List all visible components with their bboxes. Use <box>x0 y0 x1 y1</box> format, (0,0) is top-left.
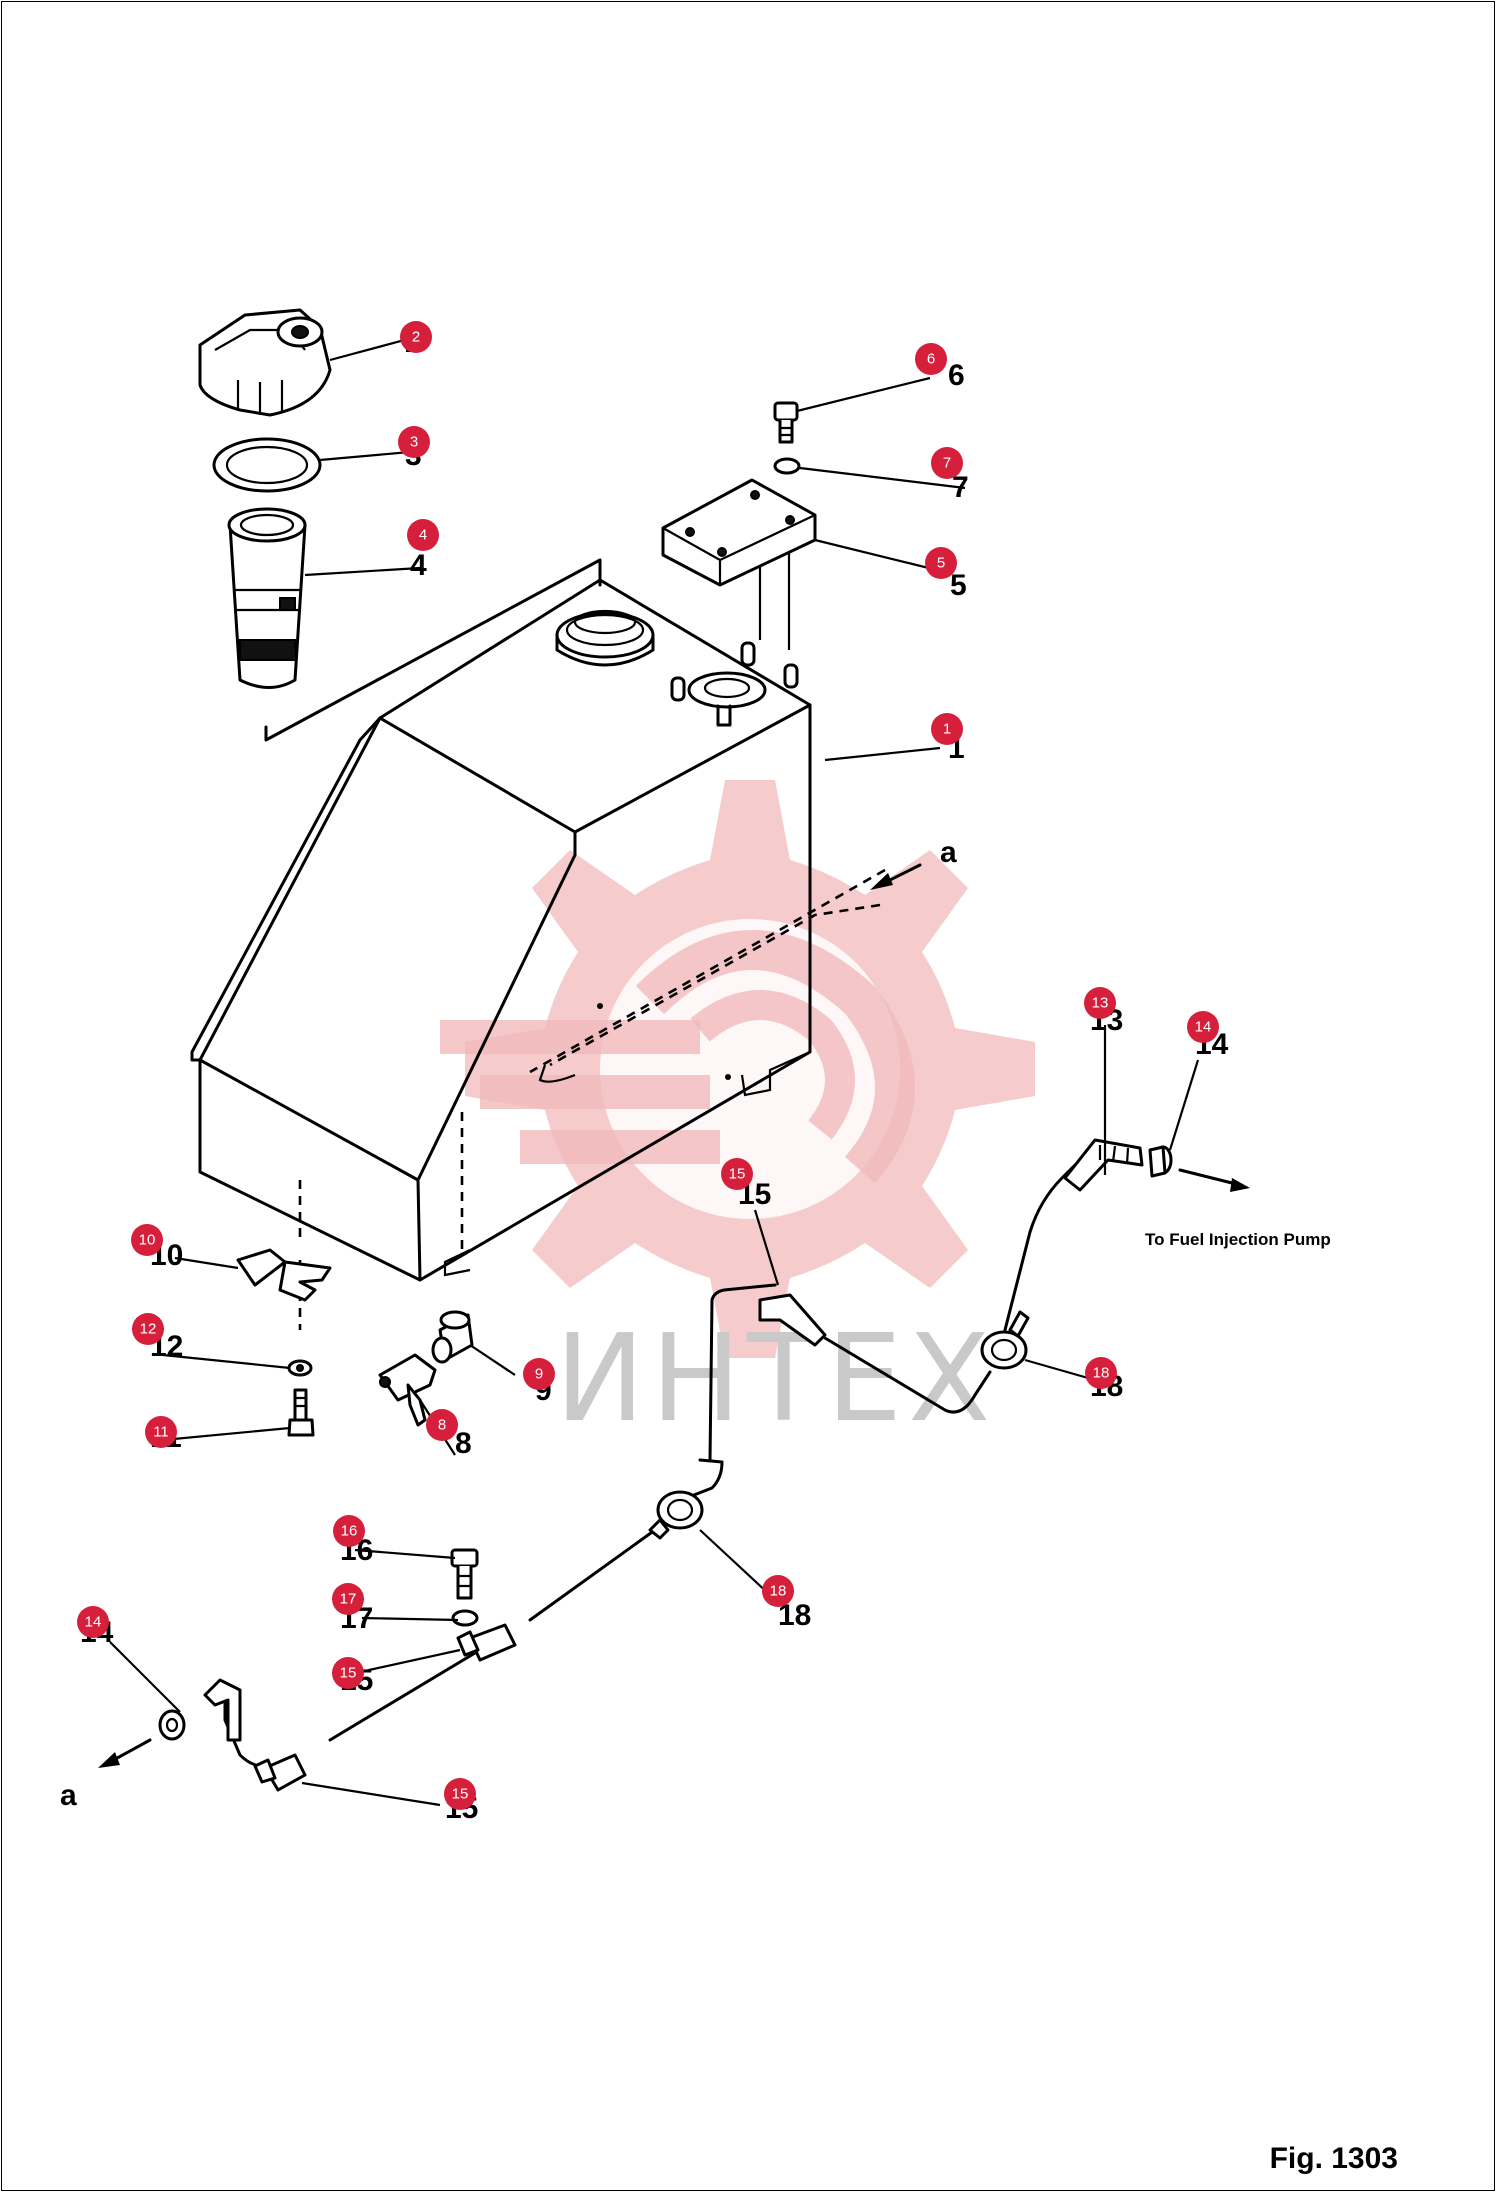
callout-badge-11[interactable]: 11 <box>145 1416 177 1448</box>
bolt-16 <box>450 1548 479 1600</box>
svg-text:4: 4 <box>410 549 427 582</box>
callout-badge-4[interactable]: 4 <box>407 519 439 551</box>
callout-badge-7[interactable]: 7 <box>931 447 963 479</box>
svg-text:17: 17 <box>340 1591 357 1608</box>
svg-text:15: 15 <box>340 1665 357 1682</box>
callout-badge-15[interactable]: 15 <box>721 1158 753 1190</box>
svg-text:3: 3 <box>410 434 418 451</box>
svg-text:7: 7 <box>943 455 951 472</box>
svg-text:9: 9 <box>535 1366 543 1383</box>
bracket <box>236 1248 332 1302</box>
svg-text:6: 6 <box>948 359 965 392</box>
callout-badge-14[interactable]: 14 <box>1187 1011 1219 1043</box>
callout-badge-16[interactable]: 16 <box>333 1515 365 1547</box>
clamp-15 <box>758 1293 827 1347</box>
callout-badge-5[interactable]: 5 <box>925 547 957 579</box>
callout-badge-12[interactable]: 12 <box>132 1313 164 1345</box>
callout-badge-17[interactable]: 17 <box>332 1583 364 1615</box>
callout-badge-1[interactable]: 1 <box>931 713 963 745</box>
bolt-11 <box>287 1388 315 1437</box>
gasket <box>212 437 322 493</box>
printed-labels: 2 3 4 6 7 5 1 8 9 10 11 12 13 14 15 18 1… <box>80 326 1229 1825</box>
fuel-pump-note: To Fuel Injection Pump <box>1145 1230 1331 1249</box>
cover-plate <box>661 478 817 587</box>
clamp-15c <box>253 1753 307 1792</box>
arrow-a-bottom <box>98 1738 152 1768</box>
svg-text:15: 15 <box>729 1166 746 1183</box>
grommet-18a <box>980 1310 1030 1370</box>
svg-text:8: 8 <box>455 1427 472 1460</box>
svg-text:4: 4 <box>419 527 427 544</box>
clip-14a <box>1148 1145 1173 1178</box>
clip-14b <box>158 1709 186 1741</box>
washer-17 <box>451 1609 479 1627</box>
svg-text:12: 12 <box>140 1321 157 1338</box>
washer <box>773 457 801 475</box>
svg-text:10: 10 <box>139 1232 156 1249</box>
callout-badge-2[interactable]: 2 <box>400 321 432 353</box>
arrow-to-pump <box>1178 1168 1250 1192</box>
grommet-18b <box>648 1490 704 1540</box>
svg-text:1: 1 <box>943 721 951 738</box>
svg-text:5: 5 <box>937 555 945 572</box>
bolt <box>773 401 799 444</box>
strainer <box>227 507 307 689</box>
svg-text:2: 2 <box>412 329 420 346</box>
svg-text:6: 6 <box>927 351 935 368</box>
svg-text:18: 18 <box>770 1583 787 1600</box>
arrow-a-top <box>870 863 922 890</box>
svg-text:14: 14 <box>1195 1019 1212 1036</box>
drain-valve <box>378 1353 437 1427</box>
direction-label-a-top: a <box>940 836 957 869</box>
callout-badge-15c[interactable]: 15 <box>444 1778 476 1810</box>
direction-label-a-bottom: a <box>60 1779 77 1812</box>
filler-cap <box>198 308 332 417</box>
svg-text:13: 13 <box>1092 995 1109 1012</box>
callout-badge-6[interactable]: 6 <box>915 343 947 375</box>
callout-badge-18[interactable]: 18 <box>1085 1357 1117 1389</box>
elbow-hose <box>203 1678 242 1742</box>
callout-badge-9[interactable]: 9 <box>523 1358 555 1390</box>
svg-text:14: 14 <box>85 1614 102 1631</box>
figure-caption: Fig. 1303 <box>1269 2142 1398 2175</box>
callout-badge-18b[interactable]: 18 <box>762 1575 794 1607</box>
assembly-line-cap <box>264 558 602 742</box>
clamp-15b <box>456 1623 517 1662</box>
callout-badge-14b[interactable]: 14 <box>77 1606 109 1638</box>
svg-text:8: 8 <box>438 1417 446 1434</box>
callout-badges: 1 2 3 4 5 6 7 8 9 10 11 12 13 14 15 18 1… <box>77 321 1219 1810</box>
callout-badge-13[interactable]: 13 <box>1084 987 1116 1019</box>
svg-text:18: 18 <box>1093 1365 1110 1382</box>
watermark-text: ИНТЕХ <box>555 1310 996 1449</box>
svg-text:7: 7 <box>952 471 969 504</box>
hose-13 <box>1063 1138 1144 1192</box>
svg-text:5: 5 <box>950 569 967 602</box>
svg-text:15: 15 <box>452 1786 469 1803</box>
elbow-fitting <box>431 1310 474 1364</box>
watermark-gear-icon <box>440 780 1035 1358</box>
callout-badge-15b[interactable]: 15 <box>332 1657 364 1689</box>
callout-badge-10[interactable]: 10 <box>131 1224 163 1256</box>
fuel-tank <box>190 578 886 1282</box>
svg-text:16: 16 <box>341 1523 358 1540</box>
callout-badge-3[interactable]: 3 <box>398 426 430 458</box>
svg-text:11: 11 <box>153 1424 169 1441</box>
callout-badge-8[interactable]: 8 <box>426 1409 458 1441</box>
leader-lines <box>109 336 1200 1807</box>
